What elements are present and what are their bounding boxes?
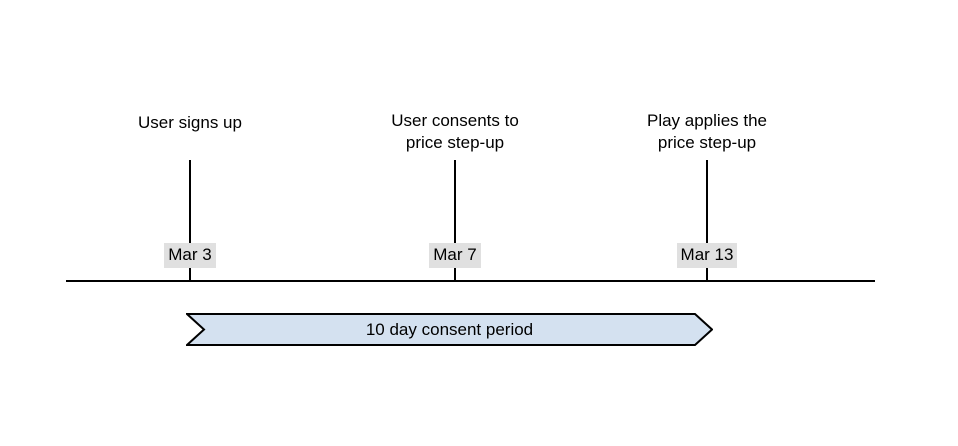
event-caption: User signs up xyxy=(138,113,242,132)
event-caption: Play applies the price step-up xyxy=(646,111,768,152)
event-date-badge: Mar 13 xyxy=(617,243,797,268)
arrow-polygon xyxy=(186,313,713,346)
event-tick-marker xyxy=(454,160,456,281)
event-date-badge: Mar 3 xyxy=(100,243,280,268)
event-tick-marker xyxy=(189,160,191,281)
event-caption: User consents to price step-up xyxy=(391,111,519,152)
event-date-label: Mar 7 xyxy=(429,243,481,268)
consent-period-band: 10 day consent period xyxy=(186,313,713,346)
consent-period-arrow-shape xyxy=(186,313,713,346)
event-tick-marker xyxy=(706,160,708,281)
event-date-label: Mar 3 xyxy=(164,243,216,268)
event-date-label: Mar 13 xyxy=(676,243,738,268)
event-date-badge: Mar 7 xyxy=(365,243,545,268)
timeline-axis-line xyxy=(66,280,875,282)
